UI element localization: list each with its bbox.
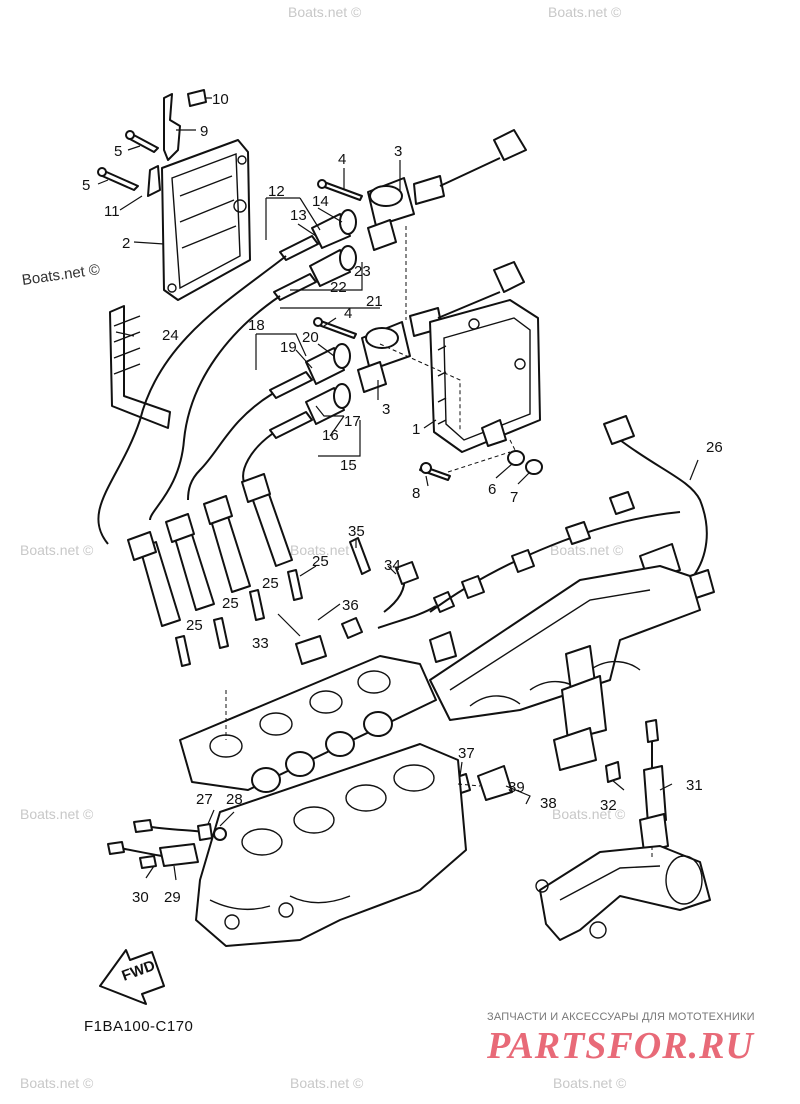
callout-label: 1: [412, 421, 420, 438]
watermark-text: Boats.net ©: [20, 1075, 94, 1091]
callout-label: 18: [248, 317, 265, 334]
callout-label: 27: [196, 791, 213, 808]
watermark-text: Boats.net ©: [550, 542, 624, 558]
callout-label: 25: [312, 553, 329, 570]
callout-label: 15: [340, 457, 357, 474]
callout-label: 17: [344, 413, 361, 430]
callout-label: 7: [510, 489, 518, 506]
callout-label: 35: [348, 523, 365, 540]
callout-label: 11: [104, 203, 120, 220]
callout-label: 28: [226, 791, 243, 808]
callout-label: 34: [384, 557, 401, 574]
grommet-part: [419, 450, 543, 481]
callout-label: 10: [212, 91, 229, 108]
callout-label: 6: [488, 481, 496, 498]
callout-label: 2: [122, 235, 130, 252]
callout-label: 21: [366, 293, 383, 310]
intake-manifold-part: [429, 565, 701, 771]
callout-label: 25: [222, 595, 239, 612]
plug-cap-part: [269, 209, 357, 439]
callout-label: 16: [322, 427, 339, 444]
callout-label: 39: [508, 779, 525, 796]
callout-label: 12: [268, 183, 285, 200]
leader-lines: [97, 97, 699, 881]
watermark-text: Boats.net ©: [290, 542, 364, 558]
callout-label: 31: [686, 777, 703, 794]
callout-label: 33: [252, 635, 269, 652]
bolt-part: [97, 130, 159, 191]
watermark-text: Boats.net ©: [290, 1075, 364, 1091]
ignition-lead-part: [97, 255, 287, 545]
watermark-text: Boats.net ©: [553, 1075, 627, 1091]
engine-block-part: [195, 743, 467, 947]
callout-label: 37: [458, 745, 475, 762]
assembly-guides: [225, 226, 653, 860]
callout-label: 24: [162, 327, 179, 344]
watermark-text: Boats.net ©: [20, 542, 94, 558]
callout-label: 3: [382, 401, 390, 418]
callout-label: 23: [354, 263, 371, 280]
throttle-body-part: [535, 845, 711, 941]
watermark-text: Boats.net ©: [552, 806, 626, 822]
callout-label: 30: [132, 889, 149, 906]
callout-label: 8: [412, 485, 420, 502]
knock-sensor-part: [107, 819, 227, 869]
spark-plug-part: [175, 569, 303, 667]
callout-label: 14: [312, 193, 329, 210]
callout-label: 3: [394, 143, 402, 160]
callout-label: 13: [290, 207, 307, 224]
shop-logo[interactable]: PARTSFOR.RU: [487, 1025, 754, 1067]
callout-label: 22: [330, 279, 347, 296]
callout-label: 32: [600, 797, 617, 814]
callout-label: 19: [280, 339, 297, 356]
shop-tagline: ЗАПЧАСТИ И АКСЕССУАРЫ ДЛЯ МОТОТЕХНИКИ: [487, 1011, 755, 1023]
callout-label: 20: [302, 329, 319, 346]
bracket-part: [109, 305, 171, 429]
callout-labels: 10 9 5 5 11 2 4 3 12 13 14 23 22 21 4 24…: [82, 91, 723, 906]
callout-label: 36: [342, 597, 359, 614]
fwd-arrow-icon: [99, 949, 165, 1005]
clip-part: [147, 89, 207, 197]
ignition-coil-part: [367, 129, 527, 251]
callout-label: 5: [114, 143, 122, 160]
watermark-text: Boats.net ©: [548, 4, 622, 20]
callout-label: 26: [706, 439, 723, 456]
callout-label: 5: [82, 177, 90, 194]
callout-label: 29: [164, 889, 181, 906]
callout-label: 9: [200, 123, 208, 140]
callout-label: 4: [338, 151, 346, 168]
mounting-plate-part: [161, 139, 251, 301]
callout-label: 38: [540, 795, 557, 812]
diagram-code: F1BA100-C170: [84, 1018, 194, 1035]
watermark-text: Boats.net ©: [288, 4, 362, 20]
watermark-text: Boats.net ©: [20, 806, 94, 822]
control-unit-part: [429, 299, 541, 453]
spark-plug-boot-part: [127, 473, 293, 627]
callout-label: 25: [186, 617, 203, 634]
callout-label: 4: [344, 305, 352, 322]
throttle-sensor-part: [605, 719, 669, 853]
callout-label: 25: [262, 575, 279, 592]
ignition-coil-part: [357, 261, 525, 393]
